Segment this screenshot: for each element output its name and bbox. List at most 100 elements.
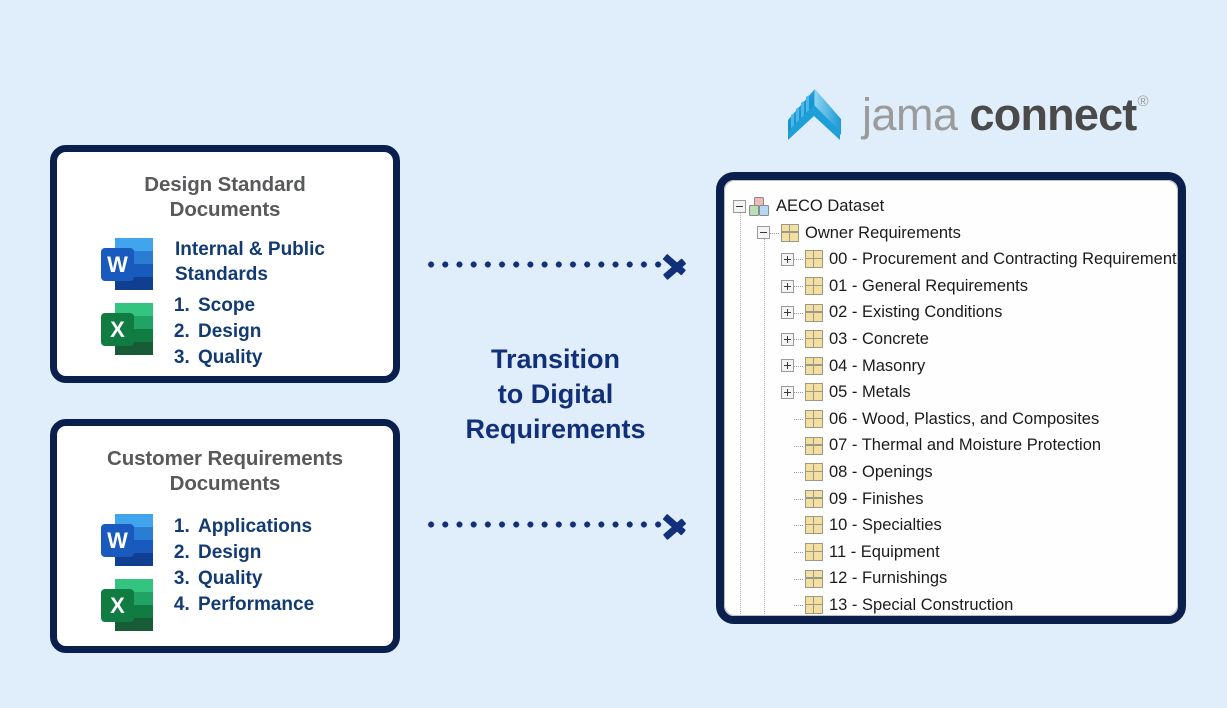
tree-connector bbox=[794, 365, 803, 367]
expand-toggle-icon[interactable] bbox=[781, 359, 794, 373]
tree-node-00[interactable]: 00 - Procurement and Contracting Require… bbox=[731, 246, 1177, 273]
card-body: W X Internal & Public Standards Scope De… bbox=[57, 222, 393, 371]
excel-icon-letter: X bbox=[101, 589, 134, 622]
tree-guide-line bbox=[764, 233, 765, 615]
tree-node-07[interactable]: 07 - Thermal and Moisture Protection bbox=[731, 432, 1177, 459]
grid-icon bbox=[805, 596, 823, 615]
dataset-blocks-icon bbox=[748, 196, 770, 216]
tree-node-06[interactable]: 06 - Wood, Plastics, and Composites bbox=[731, 406, 1177, 433]
collapse-toggle-icon[interactable] bbox=[733, 199, 746, 213]
jama-mountain-logo-icon bbox=[788, 89, 841, 140]
tree-scroll-area[interactable]: AECO Dataset Owner Requirements 00 - Pro… bbox=[725, 181, 1177, 615]
grid-icon bbox=[805, 489, 823, 508]
arrow-head bbox=[663, 507, 689, 541]
grid-icon bbox=[805, 330, 823, 349]
card-title-line-1: Customer Requirements bbox=[107, 447, 343, 470]
tree-node-01[interactable]: 01 - General Requirements bbox=[731, 273, 1177, 300]
tree-node-label: 05 - Metals bbox=[829, 383, 911, 402]
card-title-line-1: Design Standard bbox=[144, 173, 306, 196]
tree-inner-frame: AECO Dataset Owner Requirements 00 - Pro… bbox=[724, 180, 1178, 616]
tree-node-05[interactable]: 05 - Metals bbox=[731, 379, 1177, 406]
expand-toggle-icon[interactable] bbox=[781, 306, 794, 320]
expand-toggle-icon[interactable] bbox=[781, 332, 794, 346]
tree-connector bbox=[794, 605, 803, 607]
list-item: Quality bbox=[195, 345, 325, 371]
grid-icon bbox=[805, 303, 823, 322]
tree-node-label: 04 - Masonry bbox=[829, 356, 926, 375]
expand-toggle-icon[interactable] bbox=[781, 385, 794, 399]
excel-icon: X bbox=[101, 303, 153, 355]
word-icon-letter: W bbox=[101, 248, 134, 281]
tree-connector bbox=[794, 339, 803, 341]
transition-caption-line-2: to Digital bbox=[497, 379, 614, 409]
tree-node-label: 09 - Finishes bbox=[829, 489, 924, 508]
arrow-head bbox=[663, 247, 689, 281]
file-type-icon-column: W X bbox=[101, 236, 153, 355]
tree-node-11[interactable]: 11 - Equipment bbox=[731, 539, 1177, 566]
tree-node-label: Owner Requirements bbox=[805, 223, 961, 242]
tree-connector bbox=[794, 286, 803, 288]
tree-connector bbox=[794, 419, 803, 421]
list-item: Performance bbox=[195, 592, 314, 618]
card-title-line-2: Documents bbox=[169, 198, 281, 221]
file-type-icon-column: W X bbox=[101, 512, 153, 631]
card-item-list: Applications Design Quality Performance bbox=[175, 514, 314, 618]
tree-node-label: 08 - Openings bbox=[829, 462, 933, 481]
card-body: W X Applications Design Quality Performa… bbox=[57, 496, 393, 631]
customer-requirements-documents-card: Customer Requirements Documents W X Appl… bbox=[50, 419, 400, 653]
grid-icon bbox=[805, 277, 823, 296]
arrow-dots bbox=[424, 260, 665, 268]
grid-icon bbox=[805, 569, 823, 588]
list-item: Quality bbox=[195, 566, 314, 592]
expand-toggle-icon[interactable] bbox=[781, 252, 794, 266]
tree-node-label: 01 - General Requirements bbox=[829, 276, 1029, 295]
tree-node-09[interactable]: 09 - Finishes bbox=[731, 486, 1177, 513]
grid-icon bbox=[805, 410, 823, 429]
tree-node-08[interactable]: 08 - Openings bbox=[731, 459, 1177, 486]
list-item: Design bbox=[195, 540, 314, 566]
tree-node-03[interactable]: 03 - Concrete bbox=[731, 326, 1177, 353]
card-item-list: Scope Design Quality bbox=[175, 293, 325, 371]
tree-connector bbox=[794, 259, 803, 261]
tree-node-04[interactable]: 04 - Masonry bbox=[731, 353, 1177, 380]
expand-toggle-icon[interactable] bbox=[781, 279, 794, 293]
tree-node-02[interactable]: 02 - Existing Conditions bbox=[731, 299, 1177, 326]
tree-node-label: 02 - Existing Conditions bbox=[829, 303, 1003, 322]
list-item: Scope bbox=[195, 293, 325, 319]
tree-guide-line bbox=[740, 207, 741, 615]
card-text-column: Applications Design Quality Performance bbox=[153, 512, 314, 618]
card-text-column: Internal & Public Standards Scope Design… bbox=[153, 236, 325, 371]
tree-node-label: 07 - Thermal and Moisture Protection bbox=[829, 436, 1102, 455]
dotted-arrow-right-icon bbox=[424, 504, 689, 544]
list-item: Applications bbox=[195, 514, 314, 540]
grid-icon bbox=[805, 543, 823, 562]
tree-node-13[interactable]: 13 - Special Construction bbox=[731, 592, 1177, 615]
tree-node-root[interactable]: AECO Dataset bbox=[731, 193, 1177, 220]
tree-connector bbox=[794, 525, 803, 527]
requirements-tree-panel: AECO Dataset Owner Requirements 00 - Pro… bbox=[716, 172, 1186, 624]
tree-node-owner-requirements[interactable]: Owner Requirements bbox=[731, 220, 1177, 247]
collapse-toggle-icon[interactable] bbox=[757, 226, 770, 240]
tree-node-label: 03 - Concrete bbox=[829, 330, 929, 349]
tree-connector bbox=[794, 445, 803, 447]
transition-caption-line-1: Transition bbox=[490, 344, 620, 374]
card-heading-line-2: Standards bbox=[175, 264, 268, 285]
logo-word-connect: connect bbox=[969, 89, 1138, 140]
tree-connector bbox=[794, 472, 803, 474]
tree-connector bbox=[794, 312, 803, 314]
tree-node-10[interactable]: 10 - Specialties bbox=[731, 512, 1177, 539]
word-icon: W bbox=[101, 514, 153, 566]
transition-caption-line-3: Requirements bbox=[465, 414, 646, 444]
tree-node-label: AECO Dataset bbox=[776, 197, 885, 216]
tree-node-label: 10 - Specialties bbox=[829, 516, 942, 535]
card-heading-line-1: Internal & Public bbox=[175, 239, 325, 260]
tree-node-label: 13 - Special Construction bbox=[829, 595, 1014, 614]
tree-node-label: 00 - Procurement and Contracting Require… bbox=[829, 250, 1178, 269]
card-title-line-2: Documents bbox=[169, 472, 281, 495]
design-standard-documents-card: Design Standard Documents W X Internal &… bbox=[50, 145, 400, 383]
registered-trademark-icon: ® bbox=[1137, 93, 1149, 110]
tree-connector bbox=[794, 392, 803, 394]
tree-node-12[interactable]: 12 - Furnishings bbox=[731, 565, 1177, 592]
card-title: Customer Requirements Documents bbox=[57, 426, 393, 496]
jama-connect-logo: jama connect ® bbox=[784, 84, 1149, 146]
